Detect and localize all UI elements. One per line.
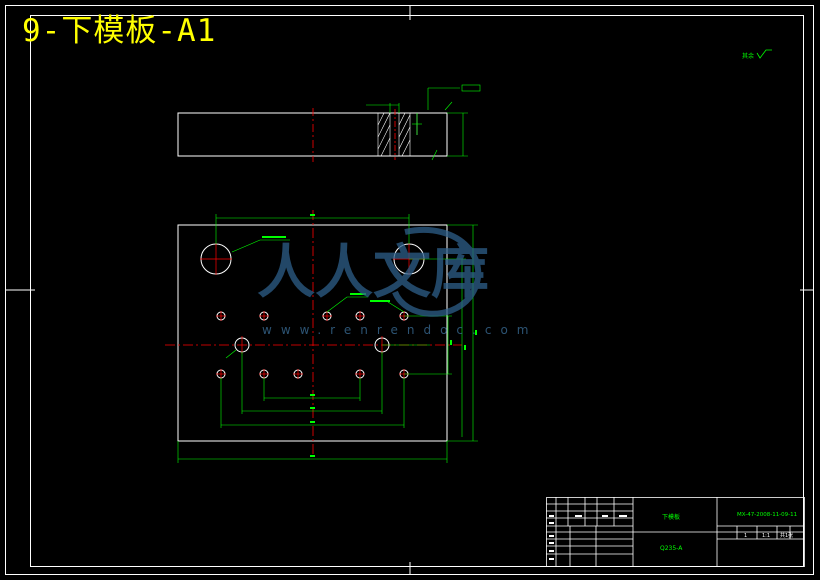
title-block-scale: 1:1 xyxy=(762,533,770,539)
watermark-swirl-icon xyxy=(392,227,482,317)
title-block-drawing-number: MX-47-2008-11-09-11 xyxy=(737,512,797,518)
title-block xyxy=(546,497,805,567)
side-view-section-hatch xyxy=(377,112,418,157)
plan-view xyxy=(165,210,478,463)
drawing-title: 9-下模板-A1 xyxy=(22,13,217,49)
side-view-dimensions xyxy=(366,84,481,161)
watermark-logo: 人人文库 xyxy=(257,227,489,317)
roughness-note-text: 其余 xyxy=(742,52,754,60)
watermark-url: www.renrendoc.com xyxy=(262,323,538,337)
title-block-fine-marks xyxy=(549,515,627,560)
screw-hole-centers xyxy=(216,311,409,379)
watermark-brand-text: 人人文库 xyxy=(257,238,489,306)
title-block-part-name: 下模板 xyxy=(662,513,680,521)
guide-pillar-hole-left xyxy=(200,243,232,275)
sheet-inner-frame xyxy=(30,15,804,567)
title-block-quantity: 1 xyxy=(744,533,747,539)
title-block-material: Q235-A xyxy=(660,545,683,552)
side-view-outline xyxy=(177,112,448,157)
centering-marks xyxy=(5,5,814,575)
dimension-value-marks xyxy=(262,214,477,457)
title-block-sheet: 共1张 xyxy=(780,532,793,539)
plan-view-outline xyxy=(177,224,448,442)
plan-view-dimensions xyxy=(177,214,478,463)
side-view xyxy=(177,84,481,162)
roughness-note: 其余 xyxy=(742,49,772,60)
